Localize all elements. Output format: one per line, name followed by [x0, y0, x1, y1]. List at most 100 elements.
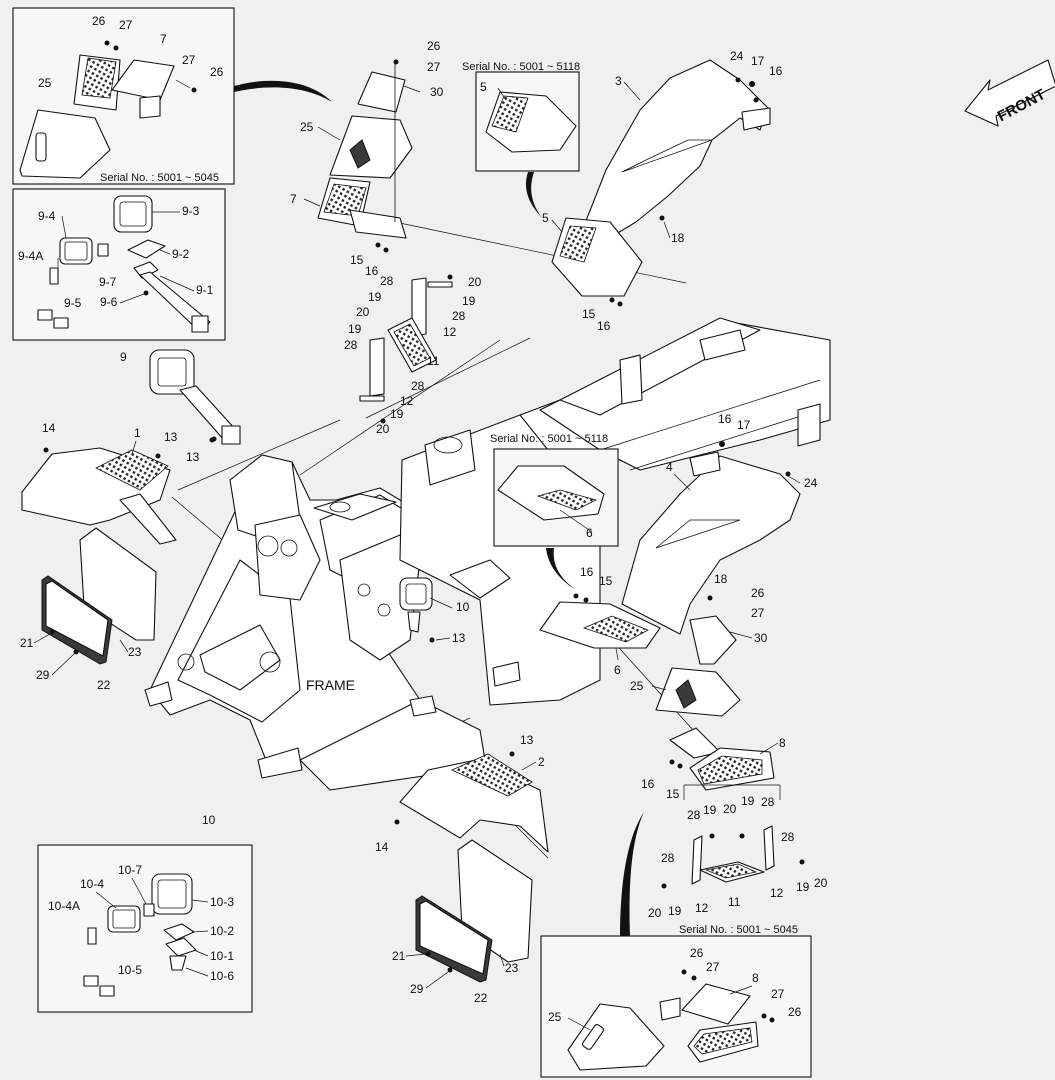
callout-22: 22	[97, 678, 111, 692]
callout-16: 16	[718, 412, 732, 426]
callout-25: 25	[300, 120, 314, 134]
callout-10-4a: 10-4A	[48, 899, 80, 913]
inset-step-6: Serial No. : 5001 ~ 5118	[490, 433, 619, 590]
callout-26: 26	[690, 946, 704, 960]
callout-19: 19	[348, 322, 362, 336]
callout-29: 29	[410, 982, 424, 996]
inset-step-6-serial: Serial No. : 5001 ~ 5118	[490, 433, 608, 445]
callout-27: 27	[771, 987, 785, 1001]
callout-27: 27	[182, 53, 196, 67]
callout-14: 14	[42, 421, 56, 435]
callout-10-5: 10-5	[118, 963, 142, 977]
callout-14: 14	[375, 840, 389, 854]
callout-12: 12	[695, 901, 709, 915]
callout-26: 26	[92, 14, 106, 28]
callout-19: 19	[390, 407, 404, 421]
fender-2	[394, 751, 549, 853]
inset-lamp-10	[37, 844, 253, 1013]
callout-26: 26	[788, 1005, 802, 1019]
callout-10-4: 10-4	[80, 877, 104, 891]
callout-26: 26	[210, 65, 224, 79]
callout-20: 20	[648, 906, 662, 920]
inset-bottom-right-serial: Serial No. : 5001 ~ 5045	[679, 924, 798, 936]
callout-3: 3	[615, 74, 622, 88]
callout-26: 26	[427, 39, 441, 53]
callout-27: 27	[751, 606, 765, 620]
callout-28: 28	[687, 808, 701, 822]
callout-20: 20	[468, 275, 482, 289]
callout-29: 29	[36, 668, 50, 682]
callout-19: 19	[368, 290, 382, 304]
callout-19: 19	[741, 794, 755, 808]
callout-10-1: 10-1	[210, 949, 234, 963]
callout-12: 12	[400, 394, 414, 408]
callout-22: 22	[474, 991, 488, 1005]
callout-9-4a: 9-4A	[18, 249, 43, 263]
callout-9: 9	[120, 350, 127, 364]
callout-20: 20	[723, 802, 737, 816]
callout-18: 18	[714, 572, 728, 586]
callout-28: 28	[344, 338, 358, 352]
callout-15: 15	[599, 574, 613, 588]
callout-12: 12	[443, 325, 457, 339]
callout-10-6: 10-6	[210, 969, 234, 983]
callout-13: 13	[164, 430, 178, 444]
lamp-9-assembly	[149, 349, 241, 445]
callout-16: 16	[580, 565, 594, 579]
inset-bottom-right: Serial No. : 5001 ~ 5045	[540, 924, 812, 1078]
callout-10: 10	[202, 813, 216, 827]
callout-13: 13	[186, 450, 200, 464]
callout-5: 5	[480, 80, 487, 94]
callout-21: 21	[20, 636, 34, 650]
callout-24: 24	[804, 476, 818, 490]
callout-10-7: 10-7	[118, 863, 142, 877]
callout-15: 15	[666, 787, 680, 801]
callout-leaders	[33, 81, 801, 1031]
callout-9-4: 9-4	[38, 209, 56, 223]
fender-1	[21, 437, 215, 545]
callout-23: 23	[128, 645, 142, 659]
callout-26: 26	[751, 586, 765, 600]
callout-25: 25	[630, 679, 644, 693]
callout-17: 17	[751, 54, 765, 68]
step-assembly-7	[317, 59, 453, 424]
callout-19: 19	[703, 803, 717, 817]
callout-8: 8	[752, 971, 759, 985]
callout-15: 15	[350, 253, 364, 267]
mud-flap-22-center	[415, 839, 533, 983]
callout-7: 7	[160, 32, 167, 46]
callout-28: 28	[781, 830, 795, 844]
callout-30: 30	[430, 85, 444, 99]
lamp-10-assembly	[399, 577, 435, 643]
callout-2: 2	[538, 755, 545, 769]
callout-16: 16	[769, 64, 783, 78]
callout-27: 27	[427, 60, 441, 74]
inset-step-5: Serial No. : 5001 ~ 5118	[462, 61, 580, 218]
callout-labels: 26 27 7 27 26 25 9-4 9-3 9-2 9-4A 9-7 9-…	[18, 14, 828, 1024]
inset-top-left: Serial No. : 5001 ~ 5045	[12, 7, 332, 185]
callout-30: 30	[754, 631, 768, 645]
fender-4	[621, 441, 801, 635]
callout-21: 21	[392, 949, 406, 963]
inset-lamp-9	[12, 188, 226, 341]
callout-10-2: 10-2	[210, 924, 234, 938]
callout-28: 28	[380, 274, 394, 288]
callout-9-3: 9-3	[182, 204, 200, 218]
callout-28: 28	[452, 309, 466, 323]
callout-11: 11	[728, 895, 741, 909]
frame-label: FRAME	[306, 677, 355, 693]
callout-5: 5	[542, 211, 549, 225]
callout-17: 17	[737, 418, 751, 432]
callout-19: 19	[462, 294, 476, 308]
callout-9-5: 9-5	[64, 296, 82, 310]
callout-19: 19	[796, 880, 810, 894]
callout-8: 8	[779, 736, 786, 750]
callout-9-6: 9-6	[100, 295, 118, 309]
callout-4: 4	[666, 460, 673, 474]
callout-27: 27	[706, 960, 720, 974]
callout-9-2: 9-2	[172, 247, 190, 261]
callout-25: 25	[548, 1010, 562, 1024]
callout-6: 6	[586, 526, 593, 540]
callout-16: 16	[597, 319, 611, 333]
